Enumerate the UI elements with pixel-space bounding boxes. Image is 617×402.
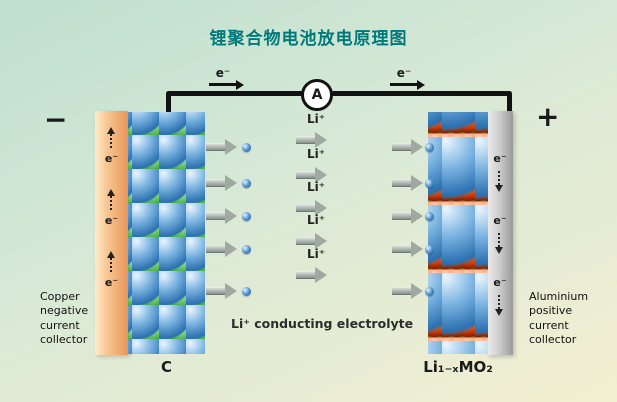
migration-arrow-icon bbox=[392, 241, 424, 257]
electron-down-arrow-icon bbox=[495, 294, 503, 316]
migration-arrow-icon bbox=[296, 167, 328, 183]
electron-label: e⁻ bbox=[493, 276, 507, 289]
electron-label: e⁻ bbox=[104, 152, 119, 165]
migration-arrow-icon bbox=[392, 283, 424, 299]
right-arrow-icon bbox=[390, 79, 425, 90]
migration-arrow-icon bbox=[392, 208, 424, 224]
lithium-ion-dot bbox=[242, 245, 251, 254]
graphite-anode bbox=[128, 112, 205, 354]
electron-up-arrow-icon bbox=[107, 127, 115, 149]
electron-label: e⁻ bbox=[493, 214, 507, 227]
right-arrow-icon bbox=[209, 79, 244, 90]
positive-terminal-sign: + bbox=[536, 100, 560, 133]
migration-arrow-icon bbox=[206, 139, 238, 155]
diagram-title: 锂聚合物电池放电原理图 bbox=[209, 29, 408, 49]
cathode-material-label: Li₁₋ₓMO₂ bbox=[423, 358, 493, 376]
lithium-ion-dot bbox=[242, 179, 251, 188]
migration-arrow-icon bbox=[206, 208, 238, 224]
electron-flow-left: e⁻ bbox=[202, 66, 244, 90]
circuit-wire-right-drop bbox=[507, 93, 512, 115]
aluminium-collector-caption: Aluminium positive current collector bbox=[529, 290, 589, 346]
migration-arrow-icon bbox=[392, 175, 424, 191]
lithium-ion-dot bbox=[425, 179, 434, 188]
lithium-ion-dot bbox=[242, 143, 251, 152]
metal-oxide-cathode bbox=[428, 112, 488, 354]
circuit-wire bbox=[166, 91, 512, 96]
migration-arrow-icon bbox=[296, 267, 328, 283]
li-ion-label: Li⁺ bbox=[307, 147, 326, 161]
li-ion-label: Li⁺ bbox=[307, 247, 326, 261]
electron-up-arrow-icon bbox=[107, 189, 115, 211]
negative-terminal-sign: − bbox=[44, 103, 68, 136]
li-ion-label: Li⁺ bbox=[307, 213, 326, 227]
lithium-ion-dot bbox=[425, 143, 434, 152]
circuit-wire-left-drop bbox=[166, 93, 171, 115]
lithium-ion-dot bbox=[242, 212, 251, 221]
copper-collector-caption: Copper negative current collector bbox=[40, 290, 89, 346]
electron-up-arrow-icon bbox=[107, 251, 115, 273]
migration-arrow-icon bbox=[296, 132, 328, 148]
li-ion-label: Li⁺ bbox=[307, 112, 326, 126]
electron-flow-right: e⁻ bbox=[383, 66, 425, 90]
migration-arrow-icon bbox=[296, 200, 328, 216]
electron-label: e⁻ bbox=[104, 276, 119, 289]
migration-arrow-icon bbox=[392, 139, 424, 155]
electron-down-arrow-icon bbox=[495, 232, 503, 254]
anode-material-label: C bbox=[160, 358, 172, 376]
lithium-ion-dot bbox=[242, 287, 251, 296]
electron-label: e⁻ bbox=[396, 66, 412, 80]
electron-label: e⁻ bbox=[215, 66, 231, 80]
migration-arrow-icon bbox=[206, 241, 238, 257]
ammeter-label: A bbox=[311, 87, 323, 103]
ammeter: A bbox=[301, 79, 333, 111]
electron-label: e⁻ bbox=[493, 152, 507, 165]
electrolyte-caption: Li⁺ conducting electrolyte bbox=[231, 316, 414, 331]
migration-arrow-icon bbox=[206, 175, 238, 191]
migration-arrow-icon bbox=[296, 233, 328, 249]
electron-down-arrow-icon bbox=[495, 170, 503, 192]
electron-label: e⁻ bbox=[104, 214, 119, 227]
lithium-ion-dot bbox=[425, 245, 434, 254]
copper-current-collector bbox=[95, 111, 128, 355]
lithium-ion-dot bbox=[425, 212, 434, 221]
li-ion-label: Li⁺ bbox=[307, 180, 326, 194]
lithium-ion-dot bbox=[425, 287, 434, 296]
migration-arrow-icon bbox=[206, 283, 238, 299]
